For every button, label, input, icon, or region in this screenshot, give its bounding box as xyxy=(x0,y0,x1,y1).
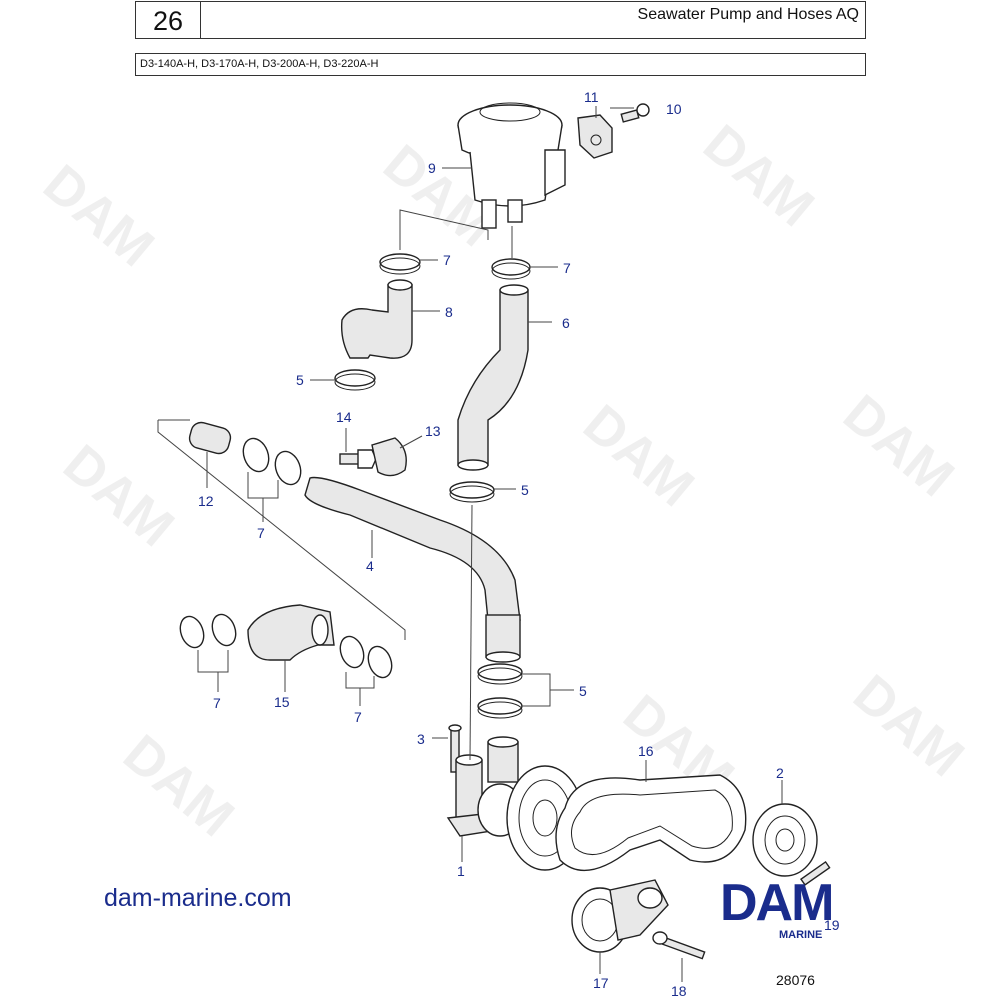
watermark: DAM xyxy=(52,433,185,558)
hose-clamp xyxy=(477,697,523,719)
callout-7: 7 xyxy=(354,709,362,725)
models-box: D3-140A-H, D3-170A-H, D3-200A-H, D3-220A… xyxy=(135,53,866,76)
callout-1: 1 xyxy=(457,863,465,879)
watermark: DAM xyxy=(842,663,975,788)
engine-models: D3-140A-H, D3-170A-H, D3-200A-H, D3-220A… xyxy=(140,58,379,70)
callout-7: 7 xyxy=(443,252,451,268)
watermark: DAM xyxy=(32,153,165,278)
callout-10: 10 xyxy=(666,101,682,117)
title-box: Seawater Pump and Hoses AQ xyxy=(200,1,866,39)
callout-12: 12 xyxy=(198,493,214,509)
drive-belt xyxy=(555,774,747,872)
drawing-number: 28076 xyxy=(776,972,815,988)
watermark: DAM xyxy=(572,393,705,518)
crank-pulley xyxy=(752,803,818,877)
callout-15: 15 xyxy=(274,694,290,710)
callout-13: 13 xyxy=(425,423,441,439)
leader-lines xyxy=(157,106,826,982)
watermark: DAM xyxy=(112,723,245,848)
callout-6: 6 xyxy=(562,315,570,331)
belt-tensioner xyxy=(571,879,669,953)
callout-19: 19 xyxy=(824,917,840,933)
hose-clamp xyxy=(477,663,523,685)
website-link[interactable]: dam-marine.com xyxy=(104,884,292,912)
page-title: Seawater Pump and Hoses AQ xyxy=(637,6,859,23)
callout-17: 17 xyxy=(593,975,609,991)
logo-text: DAM xyxy=(720,876,832,932)
callout-5: 5 xyxy=(579,683,587,699)
callout-7: 7 xyxy=(213,695,221,711)
tensioner-bolt xyxy=(652,931,706,960)
mounting-bracket xyxy=(577,114,613,159)
s-hose xyxy=(340,279,413,359)
callout-4: 4 xyxy=(366,558,374,574)
hose-connector xyxy=(188,421,232,455)
callout-7: 7 xyxy=(257,525,265,541)
callout-3: 3 xyxy=(417,731,425,747)
hose-clamp xyxy=(274,450,302,486)
page-number-box: 26 xyxy=(135,1,201,39)
hose-elbow xyxy=(247,604,335,661)
hose-clamp xyxy=(339,635,365,669)
callout-5: 5 xyxy=(296,372,304,388)
hose-clamp xyxy=(334,369,376,391)
hose-clamp xyxy=(179,615,205,649)
callout-2: 2 xyxy=(776,765,784,781)
bracket-screw xyxy=(620,103,650,123)
callout-16: 16 xyxy=(638,743,654,759)
hose-clamp xyxy=(449,481,495,503)
dam-logo: DAM xyxy=(720,876,834,932)
logo-subtext: MARINE xyxy=(779,929,823,941)
page-number: 26 xyxy=(152,6,184,36)
callout-9: 9 xyxy=(428,160,436,176)
inlet-hose xyxy=(457,284,529,471)
callout-8: 8 xyxy=(445,304,453,320)
hose-clamp xyxy=(379,253,421,275)
callout-14: 14 xyxy=(336,409,352,425)
clip-screw xyxy=(339,449,377,469)
hose-clamp xyxy=(367,645,393,679)
hose-clip xyxy=(371,437,407,477)
seawater-filter xyxy=(457,102,566,229)
callout-7: 7 xyxy=(563,260,571,276)
pulley-screw xyxy=(800,860,831,886)
watermark: DAM xyxy=(832,383,965,508)
watermark: DAM xyxy=(692,113,825,238)
callout-18: 18 xyxy=(671,983,687,999)
callout-5: 5 xyxy=(521,482,529,498)
pump-screw xyxy=(448,724,462,773)
hose-clamp xyxy=(211,613,237,647)
hose-clamp xyxy=(242,437,270,473)
hose-clamp xyxy=(491,258,531,280)
callouts: 1 2 3 4 5 5 5 6 7 7 7 7 7 8 9 10 11 12 1… xyxy=(198,89,840,999)
callout-11: 11 xyxy=(584,89,599,105)
main-hose xyxy=(304,476,521,663)
